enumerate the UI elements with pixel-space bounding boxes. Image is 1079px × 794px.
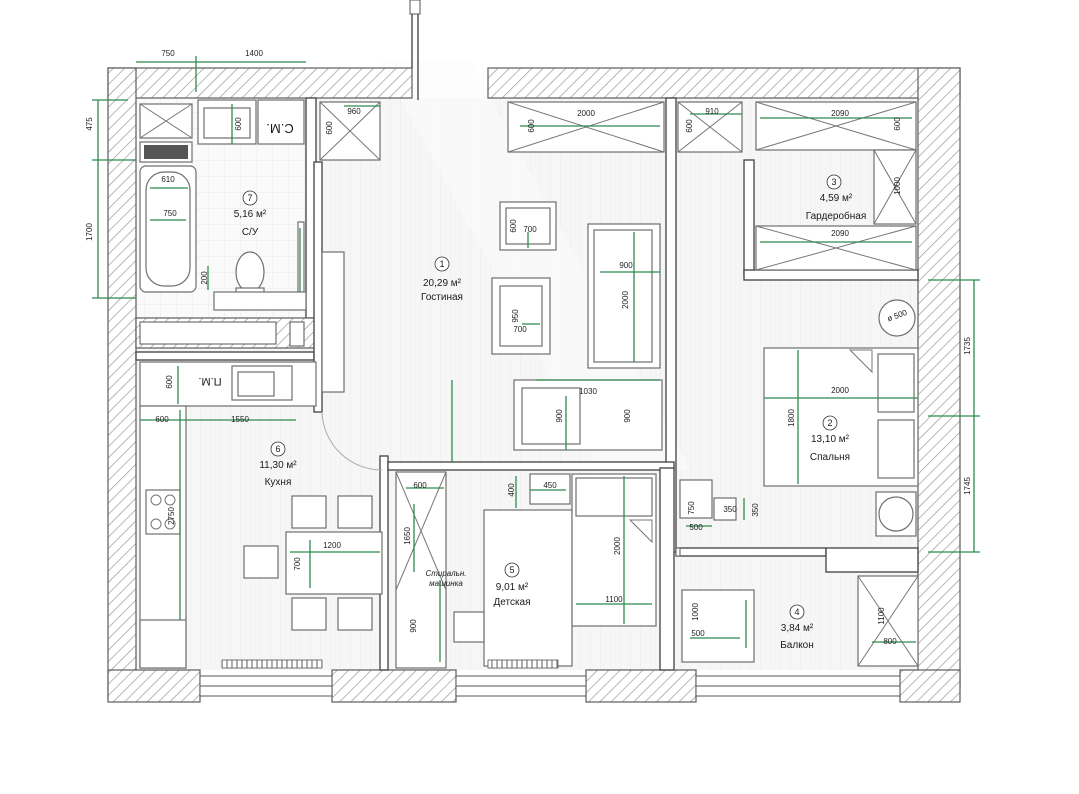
dim-kitchen-600: 600 <box>165 375 174 389</box>
dim-bath-600: 600 <box>234 117 243 131</box>
inner-walls <box>135 97 919 671</box>
room-4-label: 4 3,84 м² Балкон <box>780 604 814 651</box>
child-room <box>395 471 657 669</box>
dim-table-700b: 700 <box>513 325 527 334</box>
dim-bed-2000: 2000 <box>831 386 849 395</box>
dim-child-900: 900 <box>409 619 418 633</box>
svg-text:7: 7 <box>247 193 252 203</box>
svg-text:Детская: Детская <box>493 597 530 608</box>
svg-text:9,01 м²: 9,01 м² <box>496 582 529 593</box>
svg-text:3,84 м²: 3,84 м² <box>781 623 814 634</box>
svg-text:5,16 м²: 5,16 м² <box>234 209 267 220</box>
dim-kitchen-2750: 2750 <box>167 507 176 525</box>
dim-bath-610: 610 <box>161 175 175 184</box>
dim-bath-200: 200 <box>200 271 209 285</box>
room-1-label: 1 20,29 м² Гостиная <box>421 256 463 303</box>
dim-kitchen-700: 700 <box>293 557 302 571</box>
dim-table-600: 600 <box>509 219 518 233</box>
room-7-label: 7 5,16 м² С/У <box>234 190 267 238</box>
dim-ward-1000: 1000 <box>893 177 902 195</box>
washer-label: С.М. <box>266 121 293 136</box>
svg-text:2: 2 <box>827 418 832 428</box>
dim-kitchen-1200: 1200 <box>323 541 341 550</box>
dim-sofa-2000: 2000 <box>621 291 630 309</box>
dim-living-1030: 1030 <box>579 387 597 396</box>
dim-living-600: 600 <box>527 119 536 133</box>
dim-child-1650: 1650 <box>403 527 412 545</box>
dim-balcony-800: 800 <box>883 637 897 646</box>
dim-top-1400: 1400 <box>245 49 263 58</box>
svg-text:Гардеробная: Гардеробная <box>806 210 867 222</box>
svg-text:Балкон: Балкон <box>780 640 814 651</box>
dim-kitchen-600b: 600 <box>155 415 169 424</box>
dim-left-475: 475 <box>85 117 94 131</box>
dim-child-450: 450 <box>543 481 557 490</box>
kitchen <box>139 361 383 669</box>
dim-living-900a: 900 <box>555 409 564 423</box>
svg-text:Спальня: Спальня <box>810 452 850 463</box>
dim-table-950: 950 <box>511 309 520 323</box>
dim-ward-600: 600 <box>685 119 694 133</box>
dim-bed-1800: 1800 <box>787 409 796 427</box>
dim-living-2000: 2000 <box>577 109 595 118</box>
dim-bed-750: 750 <box>687 501 696 515</box>
dim-ward-2090-bottom: 2090 <box>831 229 849 238</box>
dim-ward-600-right: 600 <box>893 117 902 131</box>
dim-balcony-1000: 1000 <box>691 603 700 621</box>
living-room <box>289 101 665 451</box>
dim-table-700: 700 <box>523 225 537 234</box>
svg-text:13,10 м²: 13,10 м² <box>811 434 850 445</box>
svg-text:3: 3 <box>831 177 836 187</box>
washer-note-line2: машинка <box>429 579 463 588</box>
room-6-label: 6 11,30 м² Кухня <box>259 441 297 488</box>
outer-walls <box>107 0 961 703</box>
dim-hall-960: 960 <box>347 107 361 116</box>
svg-text:5: 5 <box>509 565 514 575</box>
room-labels: 1 20,29 м² Гостиная 2 13,10 м² Спальня 3… <box>234 174 867 651</box>
svg-text:20,29 м²: 20,29 м² <box>423 278 462 289</box>
dim-living-900b: 900 <box>623 409 632 423</box>
dim-hall-600: 600 <box>325 121 334 135</box>
dim-child-2000: 2000 <box>613 537 622 555</box>
svg-text:С/У: С/У <box>242 227 259 238</box>
bathroom <box>139 99 307 311</box>
room-2-label: 2 13,10 м² Спальня <box>810 415 850 463</box>
dim-child-400: 400 <box>507 483 516 497</box>
svg-text:Кухня: Кухня <box>265 477 292 488</box>
svg-text:Гостиная: Гостиная <box>421 292 463 303</box>
dim-ward-2090-top: 2090 <box>831 109 849 118</box>
balcony <box>681 575 919 667</box>
washer-note-line1: Стиральн. <box>425 569 466 578</box>
room-5-label: 5 9,01 м² Детская <box>493 562 531 608</box>
dishwasher-label: П.М. <box>198 375 221 387</box>
dim-bed-350a: 350 <box>723 505 737 514</box>
svg-text:1: 1 <box>439 259 444 269</box>
dim-kitchen-1550: 1550 <box>231 415 249 424</box>
dim-right-1735: 1735 <box>963 337 972 355</box>
dim-child-1100: 1100 <box>605 595 623 604</box>
dim-balcony-1100: 1100 <box>877 607 886 625</box>
wardrobe-room <box>677 101 917 271</box>
svg-text:4: 4 <box>794 607 799 617</box>
dimension-labels: 750 1400 475 1700 600 610 750 200 600 96… <box>85 49 972 646</box>
svg-text:11,30 м²: 11,30 м² <box>259 460 297 471</box>
dim-bed-350b: 350 <box>751 503 760 517</box>
dim-top-750: 750 <box>161 49 175 58</box>
dim-sofa-900: 900 <box>619 261 633 270</box>
dim-left-1700: 1700 <box>85 223 94 241</box>
dim-ward-910: 910 <box>705 107 719 116</box>
dim-bath-750: 750 <box>163 209 177 218</box>
dim-bed-500: 500 <box>689 523 703 532</box>
dim-right-1745: 1745 <box>963 477 972 495</box>
room-3-label: 3 4,59 м² Гардеробная <box>806 174 867 222</box>
dim-balcony-500: 500 <box>691 629 705 638</box>
svg-text:4,59 м²: 4,59 м² <box>820 193 853 204</box>
bedroom <box>675 299 919 557</box>
dimension-lines <box>92 56 980 662</box>
dim-child-600: 600 <box>413 481 427 490</box>
svg-text:6: 6 <box>275 444 280 454</box>
